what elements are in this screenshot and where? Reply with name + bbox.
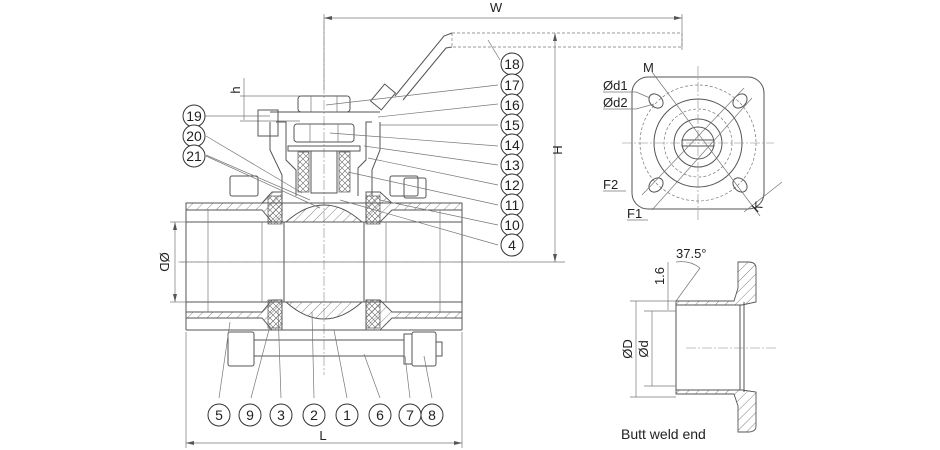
- svg-text:14: 14: [504, 137, 520, 153]
- callout-3: 3: [269, 403, 293, 427]
- callout-14: 14: [500, 133, 524, 157]
- main-section-view: W H h: [157, 0, 683, 448]
- callout-11: 11: [500, 193, 524, 217]
- svg-text:2: 2: [310, 407, 318, 423]
- svg-text:17: 17: [504, 77, 520, 93]
- seat-right-bottom: [365, 299, 381, 329]
- callout-1: 1: [335, 403, 359, 427]
- gland-nut: [293, 123, 355, 143]
- bolt-shank: [253, 339, 405, 357]
- callout-18: 18: [500, 52, 524, 76]
- bolt-nut: [411, 331, 437, 367]
- label-land: 1.6: [652, 267, 667, 285]
- label-d2: Ød2: [603, 95, 628, 110]
- callout-8: 8: [420, 403, 444, 427]
- svg-text:11: 11: [505, 197, 520, 213]
- svg-text:7: 7: [406, 407, 414, 423]
- stem: [310, 150, 338, 194]
- callout-16: 16: [500, 93, 524, 117]
- dim-h-small-label: h: [228, 86, 243, 93]
- svg-text:15: 15: [504, 117, 520, 133]
- svg-text:12: 12: [504, 177, 520, 193]
- svg-text:18: 18: [504, 56, 520, 72]
- svg-text:21: 21: [186, 148, 202, 164]
- bolt-head: [227, 331, 255, 367]
- seat-left-bottom: [267, 299, 283, 329]
- svg-text:5: 5: [215, 407, 223, 423]
- callout-20: 20: [182, 124, 206, 148]
- callout-17: 17: [500, 73, 524, 97]
- svg-text:10: 10: [504, 217, 520, 233]
- callout-12: 12: [500, 173, 524, 197]
- callout-19: 19: [182, 104, 206, 128]
- label-f2: F2: [603, 177, 618, 192]
- handle-arm: [394, 32, 453, 101]
- callout-2: 2: [302, 403, 326, 427]
- handle-grip: [369, 83, 397, 111]
- callout-4: 4: [500, 233, 524, 257]
- top-flange-view: M Ød1 Ød2 F2 F1 K: [603, 60, 783, 221]
- weld-wall-bottom: [675, 389, 757, 433]
- callout-6: 6: [368, 403, 392, 427]
- ball-top: [284, 204, 364, 223]
- label-d1: Ød1: [603, 78, 628, 93]
- leader-lines-right: [325, 39, 501, 246]
- callout-10: 10: [500, 213, 524, 237]
- svg-text:19: 19: [186, 108, 202, 124]
- label-angle: 37.5°: [676, 246, 707, 261]
- end-cap-right-bottom: [365, 299, 463, 331]
- svg-text:13: 13: [504, 157, 520, 173]
- stop-pin: [257, 109, 279, 137]
- svg-text:16: 16: [504, 97, 520, 113]
- label-inner-dia: Ød: [636, 340, 651, 357]
- butt-weld-view: 37.5° 1.6 ØD Ød Butt weld end: [620, 246, 776, 442]
- svg-text:20: 20: [186, 128, 202, 144]
- dim-h-label: H: [550, 145, 565, 154]
- label-f1: F1: [627, 206, 642, 221]
- leader-lines-bottom: [218, 309, 433, 399]
- seat-left-top: [267, 195, 283, 225]
- svg-text:8: 8: [428, 407, 436, 423]
- svg-text:1: 1: [343, 407, 351, 423]
- callouts-right: 18 17 16 15 14 13 12 11 10 4: [500, 52, 524, 257]
- callouts-bottom: 5 9 3 2 1 6 7 8: [207, 403, 444, 427]
- label-m: M: [643, 60, 654, 75]
- end-cap-left-bottom: [185, 299, 283, 331]
- label-outer-dia: ØD: [620, 339, 635, 359]
- svg-text:4: 4: [508, 237, 516, 253]
- callout-9: 9: [238, 403, 262, 427]
- label-k: K: [749, 198, 766, 215]
- leader-lines-left: [205, 115, 321, 209]
- callout-7: 7: [398, 403, 422, 427]
- ball-bottom: [284, 301, 364, 320]
- seat-right-top: [365, 195, 381, 225]
- bonnet-body: [276, 121, 372, 196]
- svg-text:9: 9: [246, 407, 254, 423]
- dim-w-label: W: [490, 0, 503, 15]
- callouts-left: 19 20 21: [182, 104, 206, 168]
- svg-text:6: 6: [376, 407, 384, 423]
- weld-wall-top: [675, 261, 757, 306]
- butt-weld-caption: Butt weld end: [621, 426, 706, 442]
- handle-bar: [451, 32, 683, 48]
- dim-l-label: L: [319, 428, 326, 443]
- callout-21: 21: [182, 144, 206, 168]
- callout-13: 13: [500, 153, 524, 177]
- callout-5: 5: [207, 403, 231, 427]
- dim-bore-label: ØD: [157, 252, 172, 272]
- svg-text:3: 3: [277, 407, 285, 423]
- callout-15: 15: [500, 113, 524, 137]
